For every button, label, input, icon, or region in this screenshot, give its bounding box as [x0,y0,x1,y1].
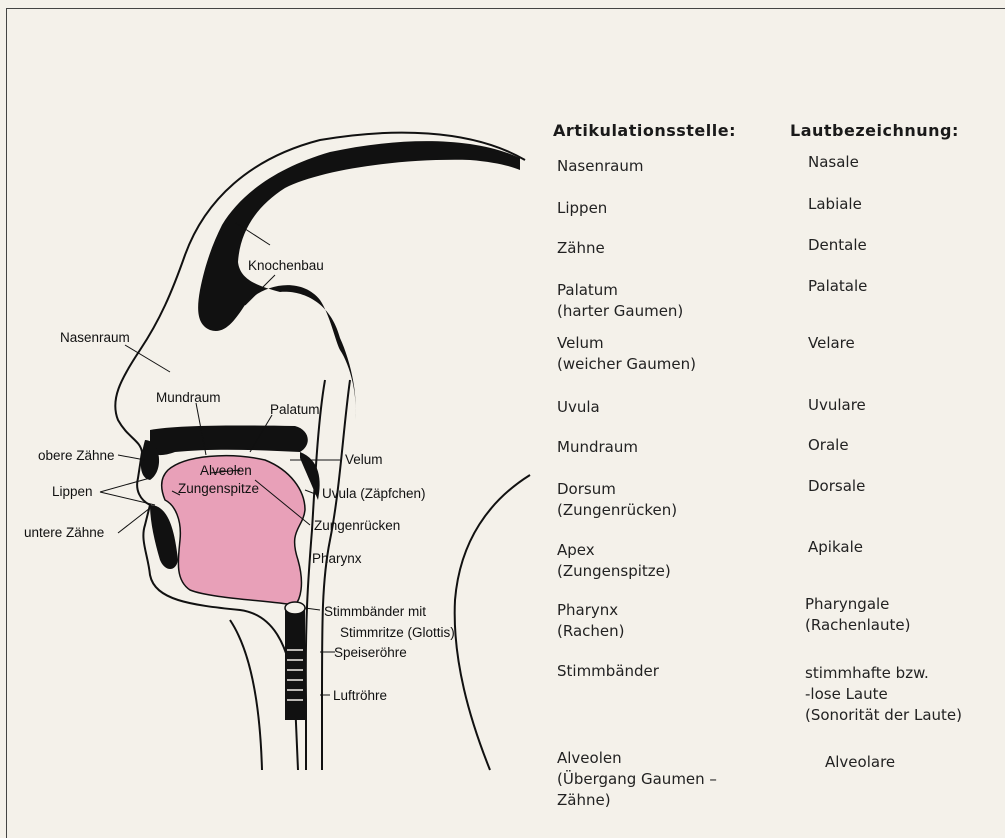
stelle-alveolen: Alveolen (Übergang Gaumen – Zähne) [557,748,717,811]
stelle-lippen: Lippen [557,198,607,219]
hard-palate [150,425,308,455]
stelle-stimmbaender: Stimmbänder [557,661,659,682]
label-nasenraum: Nasenraum [60,330,130,345]
laut-uvulare: Uvulare [808,395,866,416]
label-zungenruecken: Zungenrücken [314,518,400,533]
stelle-uvula: Uvula [557,397,600,418]
label-speiseroehre: Speiseröhre [334,645,407,660]
laut-alveolare: Alveolare [825,752,895,773]
label-velum: Velum [345,452,383,467]
label-palatum: Palatum [270,402,320,417]
glottis [285,602,305,614]
label-untere-zaehne: untere Zähne [24,525,104,540]
label-zungenspitze: Zungenspitze [178,481,259,496]
label-uvula: Uvula (Zäpfchen) [322,486,426,501]
header-artikulationsstelle: Artikulationsstelle: [553,121,736,140]
neck-front [230,620,262,770]
stelle-mundraum: Mundraum [557,437,638,458]
label-pharynx: Pharynx [312,551,362,566]
laut-stimmhafte: stimmhafte bzw. -lose Laute (Sonorität d… [805,663,962,726]
stelle-dorsum: Dorsum (Zungenrücken) [557,479,677,521]
label-knochenbau: Knochenbau [248,258,324,273]
label-stimmbaender-2: Stimmritze (Glottis) [340,625,455,640]
laut-pharyngale: Pharyngale (Rachenlaute) [805,594,910,636]
stelle-pharynx: Pharynx (Rachen) [557,600,624,642]
label-obere-zaehne: obere Zähne [38,448,115,463]
label-stimmbaender-1: Stimmbänder mit [324,604,426,619]
laut-velare: Velare [808,333,855,354]
laut-orale: Orale [808,435,849,456]
neck-back [455,475,530,770]
laut-dentale: Dentale [808,235,867,256]
tongue [162,456,305,605]
skull-bone [198,141,520,420]
stelle-zaehne: Zähne [557,238,605,259]
header-lautbezeichnung: Lautbezeichnung: [790,121,959,140]
laut-nasale: Nasale [808,152,859,173]
stelle-nasenraum: Nasenraum [557,156,643,177]
stelle-palatum: Palatum (harter Gaumen) [557,280,683,322]
label-luftroehre: Luftröhre [333,688,387,703]
stelle-velum: Velum (weicher Gaumen) [557,333,696,375]
laut-dorsale: Dorsale [808,476,865,497]
label-mundraum: Mundraum [156,390,221,405]
pharynx-wall-inner [322,380,350,770]
lower-jaw [150,505,178,569]
laut-labiale: Labiale [808,194,862,215]
stelle-apex: Apex (Zungenspitze) [557,540,671,582]
laut-apikale: Apikale [808,537,863,558]
laut-palatale: Palatale [808,276,867,297]
label-alveolen: Alveolen [200,463,252,478]
trachea [285,610,305,720]
label-lippen: Lippen [52,484,93,499]
